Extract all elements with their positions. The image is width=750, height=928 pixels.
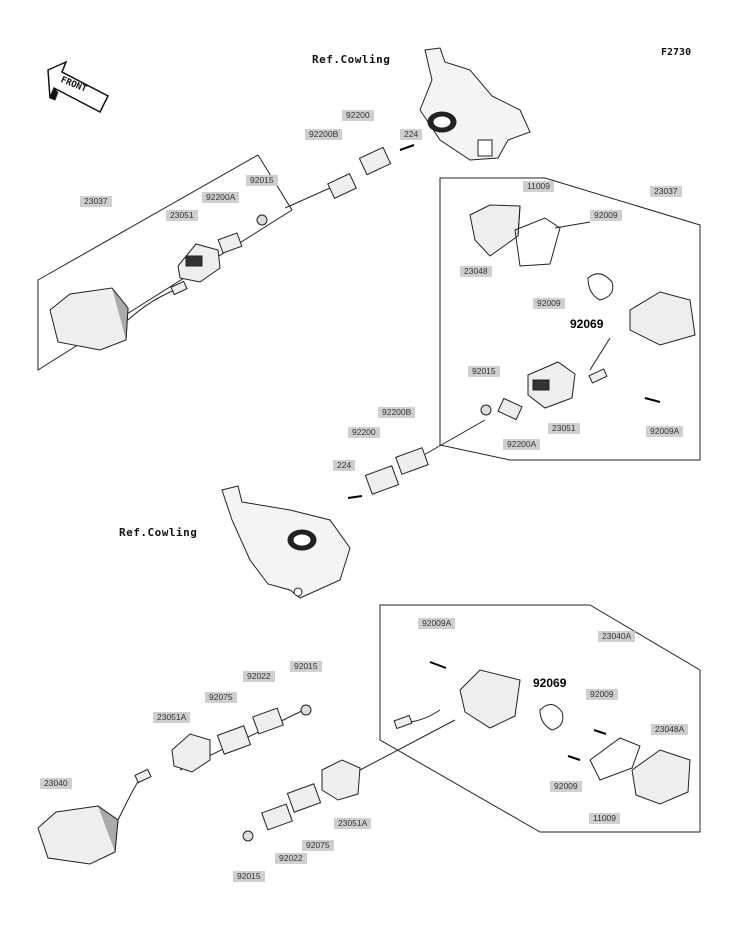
cowling-bracket-middle [221, 485, 351, 599]
part-label: 92009 [533, 298, 565, 309]
part-label: 92009A [646, 426, 684, 437]
part-label: 23040A [598, 631, 636, 642]
turn-signal-lamp-left-lower [37, 704, 312, 865]
ref-cowling-top: Ref.Cowling [312, 53, 391, 66]
part-label: 92009 [550, 781, 582, 792]
part-label: 92200A [202, 192, 240, 203]
ref-cowling-middle: Ref.Cowling [119, 526, 198, 539]
group-box-left-upper [37, 154, 293, 371]
leader-line [284, 187, 331, 209]
part-label: 92200B [305, 129, 343, 140]
part-label: 23048A [651, 724, 689, 735]
part-label: 92009 [586, 689, 618, 700]
mounting-plates-lower [242, 759, 361, 842]
part-label: 92015 [246, 175, 278, 186]
bulb-label-right: 92069 [570, 317, 604, 331]
part-label: 23040 [40, 778, 72, 789]
part-label: 224 [333, 460, 356, 471]
part-label: 23048 [460, 266, 492, 277]
leader-line [359, 719, 456, 771]
turn-signal-lamp-right-upper [469, 204, 696, 421]
turn-signal-lamp-left-upper [49, 144, 415, 351]
figure-code: F2730 [661, 47, 692, 58]
part-label: 23037 [650, 186, 682, 197]
part-label: 23051 [548, 423, 580, 434]
turn-signal-lamp-right-lower [393, 661, 691, 805]
part-label: 92200 [342, 110, 374, 121]
part-label: 92200 [348, 427, 380, 438]
part-label: 92009A [418, 618, 456, 629]
part-label: 11009 [523, 181, 555, 192]
part-label: 92200A [503, 439, 541, 450]
group-box-right-upper [439, 177, 701, 461]
part-label: 92022 [243, 671, 275, 682]
part-label: 11009 [589, 813, 621, 824]
part-label: 23051A [153, 712, 191, 723]
part-label: 92015 [468, 366, 500, 377]
leader-line [414, 419, 486, 461]
part-label: 92009 [590, 210, 622, 221]
group-box-right-lower [379, 604, 701, 833]
part-label: 224 [400, 129, 423, 140]
part-label: 23051 [166, 210, 198, 221]
part-label: 23051A [334, 818, 372, 829]
cowling-bracket-top [419, 47, 531, 161]
part-label: 23037 [80, 196, 112, 207]
bulb-label-lower: 92069 [533, 676, 567, 690]
part-label: 92015 [233, 871, 265, 882]
part-label: 92015 [290, 661, 322, 672]
part-label: 92075 [302, 840, 334, 851]
front-arrow-icon [47, 60, 110, 114]
part-label: 92075 [205, 692, 237, 703]
mounting-plates-middle [347, 447, 429, 499]
part-label: 92022 [275, 853, 307, 864]
part-label: 92200B [378, 407, 416, 418]
